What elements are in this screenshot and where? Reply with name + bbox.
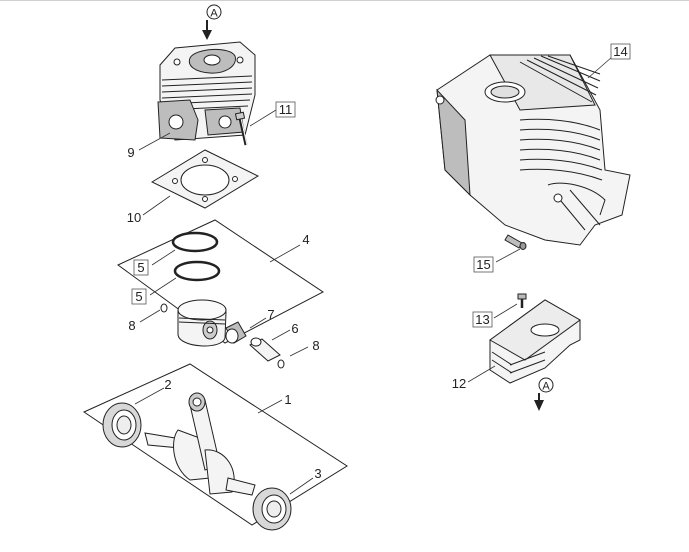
callout-4-label: 4 <box>302 232 309 247</box>
callout-9: 9 <box>127 145 134 160</box>
needle-bearing-part <box>225 321 247 344</box>
callout-9-label: 9 <box>127 145 134 160</box>
bearing-part-right <box>252 487 292 531</box>
callout-8-left: 8 <box>128 318 135 333</box>
callout-12-label: 12 <box>452 376 466 391</box>
callout-1: 1 <box>284 392 291 407</box>
piston-pin-part <box>249 337 281 362</box>
circlip-part-a <box>160 303 168 313</box>
leader-lines <box>134 56 613 495</box>
callout-6-label: 6 <box>291 321 298 336</box>
callout-4: 4 <box>302 232 309 247</box>
callout-10-label: 10 <box>127 210 141 225</box>
callout-3: 3 <box>314 466 321 481</box>
piston-rings-part <box>171 231 221 282</box>
screw-part-13 <box>517 293 527 308</box>
callout-2-label: 2 <box>164 377 171 392</box>
callout-13: 13 <box>472 311 493 328</box>
bolt-part <box>234 111 248 146</box>
callout-8-left-label: 8 <box>128 318 135 333</box>
callout-12: 12 <box>452 376 466 391</box>
top-border <box>0 0 689 1</box>
callout-5-lower: 5 <box>131 288 147 305</box>
muffler-cover-part <box>489 299 581 384</box>
callout-3-label: 3 <box>314 466 321 481</box>
callout-7-label: 7 <box>267 307 274 322</box>
callout-10: 10 <box>127 210 141 225</box>
cylinder-part <box>157 41 256 141</box>
callout-7: 7 <box>267 307 274 322</box>
callout-5-lower-label: 5 <box>135 289 142 304</box>
crankshaft-group-outline <box>82 363 348 526</box>
screw-part-15 <box>504 234 527 250</box>
ref-marker-bottom-label: A <box>542 381 550 393</box>
gasket-part <box>150 149 260 209</box>
callout-14-label: 14 <box>613 44 627 59</box>
callout-2: 2 <box>164 377 171 392</box>
callout-15-label: 15 <box>476 257 490 272</box>
crankshaft-part <box>144 392 256 496</box>
bearing-part-left <box>102 402 142 448</box>
ref-marker-top-label: A <box>210 8 218 20</box>
callout-6: 6 <box>291 321 298 336</box>
ref-marker-top: A <box>202 4 222 40</box>
callout-5-upper: 5 <box>133 259 149 276</box>
engine-cover-part <box>435 54 631 246</box>
callout-13-label: 13 <box>475 312 489 327</box>
callout-11-label: 11 <box>279 102 293 117</box>
callout-15: 15 <box>473 256 494 273</box>
piston-part <box>177 299 227 347</box>
callout-14: 14 <box>610 43 631 60</box>
callout-8-right: 8 <box>312 338 319 353</box>
ref-marker-bottom: A <box>534 377 554 411</box>
callout-8-right-label: 8 <box>312 338 319 353</box>
callout-11: 11 <box>275 101 296 118</box>
callout-5-upper-label: 5 <box>137 260 144 275</box>
callout-1-label: 1 <box>284 392 291 407</box>
circlip-part-b <box>277 359 285 369</box>
